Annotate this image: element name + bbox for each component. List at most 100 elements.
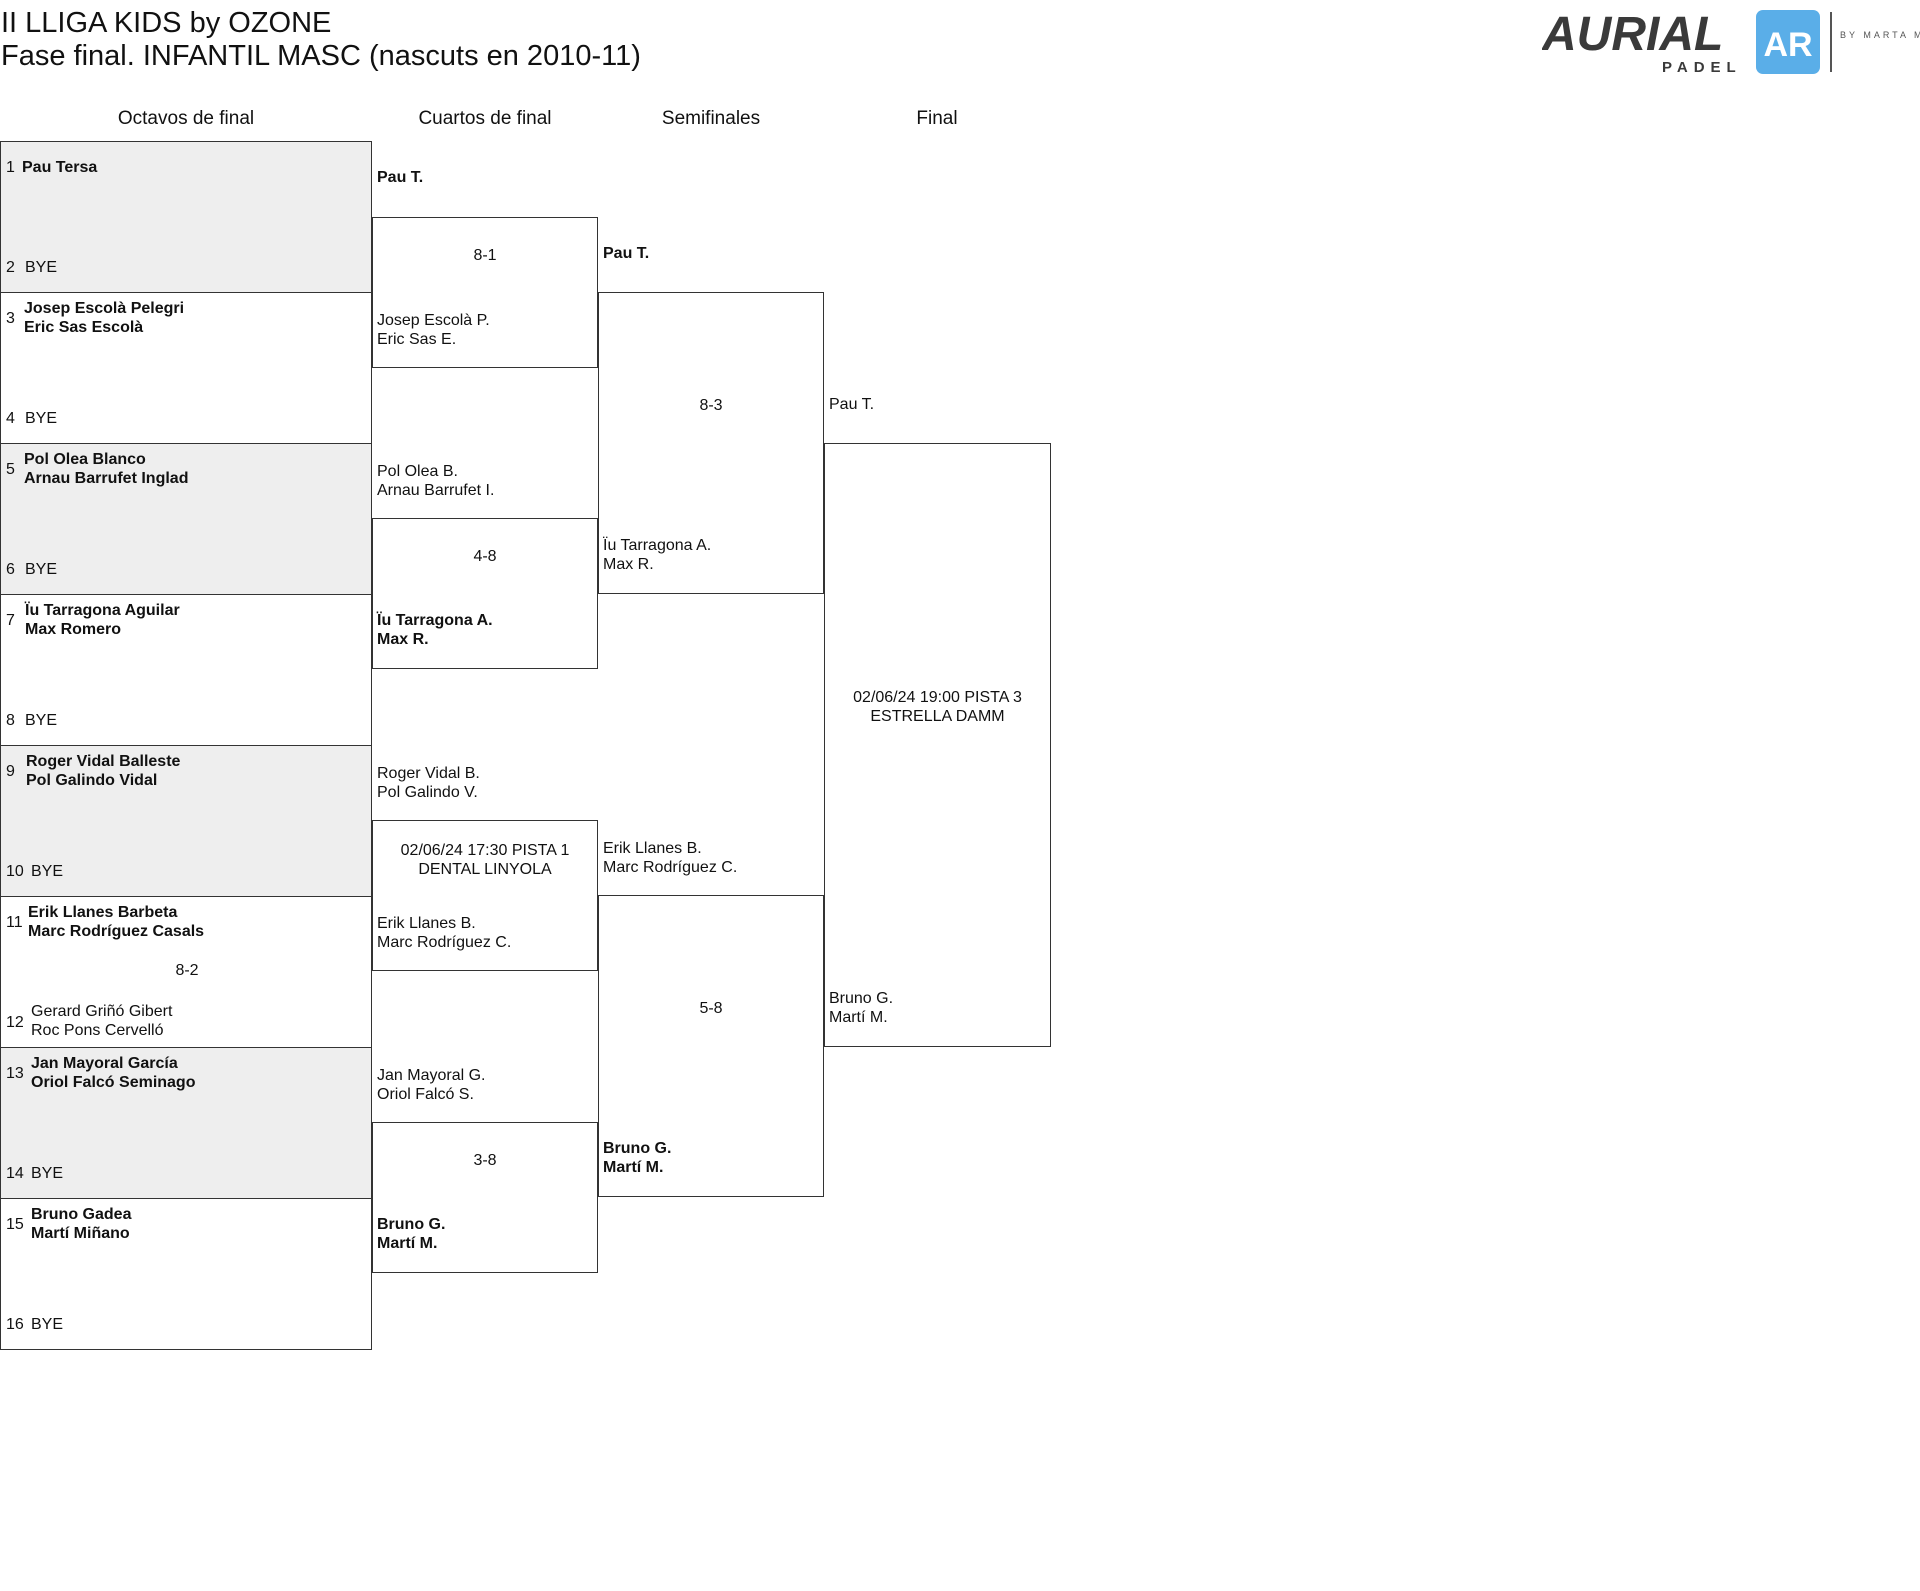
octavos-match-8: 15 Bruno Gadea Martí Miñano 16 BYE [0, 1198, 372, 1350]
logo-divider [1830, 12, 1832, 72]
match-score: 8-3 [699, 397, 723, 414]
qf2-team-a-player-1: Pol Olea B. [377, 463, 458, 480]
seed-number: 3 [6, 310, 15, 327]
match-sponsor: ESTRELLA DAMM [870, 708, 1005, 725]
team-player-1: Pol Olea Blanco [24, 451, 146, 468]
team-player-1: Gerard Griñó Gibert [31, 1003, 173, 1020]
team-player-1: Roger Vidal Balleste [26, 753, 181, 770]
team-name: BYE [25, 712, 58, 729]
seed-number: 13 [6, 1065, 24, 1082]
seed-number: 1 [6, 159, 15, 176]
team-player-1: Erik Llanes B. [377, 915, 476, 932]
team-player-1: Bruno Gadea [31, 1206, 132, 1223]
round-header-cuartos: Cuartos de final [418, 108, 552, 129]
semifinal-match-1: 8-3 Ïu Tarragona A. Max R. [598, 292, 824, 594]
logo-badge-text: AR [1763, 26, 1812, 64]
semifinal-match-2: 5-8 Bruno G. Martí M. [598, 895, 824, 1197]
match-schedule: 02/06/24 19:00 PISTA 3 [853, 689, 1022, 706]
team-player-1: Ïu Tarragona Aguilar [25, 602, 180, 619]
seed-number: 6 [6, 561, 15, 578]
cuartos-match-3: 02/06/24 17:30 PISTA 1 DENTAL LINYOLA Er… [372, 820, 598, 971]
team-player-2: Max R. [603, 556, 654, 573]
qf3-team-a-player-2: Pol Galindo V. [377, 784, 478, 801]
team-name: BYE [31, 1316, 64, 1333]
seed-number: 8 [6, 712, 15, 729]
logo-sub: PADEL [1662, 59, 1742, 76]
team-player-1: Josep Escolà Pelegri [24, 300, 185, 317]
team-player-2: Eric Sas E. [377, 331, 457, 348]
team-player-2: Pol Galindo Vidal [26, 772, 158, 789]
aurial-padel-logo: AURIAL PADEL AR BY MARTA MARRERO [1542, 8, 1920, 76]
team-player-1: Jan Mayoral García [31, 1055, 178, 1072]
round-header-final: Final [916, 108, 958, 129]
seed-number: 16 [6, 1316, 24, 1333]
sf2-team-a-player-2: Marc Rodríguez C. [603, 859, 738, 876]
team-name: Pau Tersa [22, 159, 98, 176]
team-name: BYE [25, 561, 58, 578]
team-player-2: Martí Miñano [31, 1225, 130, 1242]
team-player-1: Erik Llanes Barbeta [28, 904, 178, 921]
round-header-semifinales: Semifinales [661, 108, 761, 129]
round-header-octavos: Octavos de final [117, 108, 255, 129]
qf2-team-a-player-2: Arnau Barrufet I. [377, 482, 495, 499]
final-team-a: Pau T. [829, 396, 875, 413]
octavos-match-7: 13 Jan Mayoral García Oriol Falcó Semina… [0, 1047, 372, 1199]
cuartos-match-1: 8-1 Josep Escolà P. Eric Sas E. [372, 217, 598, 368]
team-player-1: Ïu Tarragona A. [377, 612, 493, 629]
logo-brand: AURIAL [1542, 8, 1723, 61]
team-player-2: Eric Sas Escolà [24, 319, 144, 336]
team-player-1: Bruno G. [829, 990, 894, 1007]
qf4-team-a-player-2: Oriol Falcó S. [377, 1086, 474, 1103]
seed-number: 5 [6, 461, 15, 478]
team-name: BYE [25, 259, 58, 276]
team-name: BYE [31, 1165, 64, 1182]
team-player-2: Roc Pons Cervelló [31, 1022, 164, 1039]
seed-number: 7 [6, 612, 15, 629]
seed-number: 9 [6, 763, 15, 780]
seed-number: 12 [6, 1014, 24, 1031]
seed-number: 4 [6, 410, 15, 427]
match-score: 5-8 [699, 1000, 723, 1017]
seed-number: 10 [6, 863, 24, 880]
cuartos-match-4: 3-8 Bruno G. Martí M. [372, 1122, 598, 1273]
team-player-2: Marc Rodríguez Casals [28, 923, 205, 940]
match-sponsor: DENTAL LINYOLA [418, 861, 552, 878]
team-player-2: Marc Rodríguez C. [377, 934, 512, 951]
team-player-2: Max R. [377, 631, 429, 648]
match-score: 8-2 [175, 962, 199, 979]
seed-number: 11 [6, 914, 23, 931]
cuartos-match-2: 4-8 Ïu Tarragona A. Max R. [372, 518, 598, 669]
team-player-2: Martí M. [377, 1235, 438, 1252]
seed-number: 2 [6, 259, 15, 276]
octavos-match-5: 9 Roger Vidal Balleste Pol Galindo Vidal… [0, 745, 372, 897]
team-player-2: Oriol Falcó Seminago [31, 1074, 196, 1091]
team-player-1: Ïu Tarragona A. [603, 537, 712, 554]
match-score: 4-8 [473, 548, 497, 565]
page-title: II LLIGA KIDS by OZONE [1, 7, 332, 39]
octavos-match-1: 1 Pau Tersa 2 BYE [0, 141, 372, 293]
logo-badge [1756, 10, 1820, 74]
sf1-team-a: Pau T. [603, 245, 650, 262]
team-name: BYE [31, 863, 64, 880]
logo-byline: BY MARTA MARRERO [1840, 30, 1920, 40]
qf3-team-a-player-1: Roger Vidal B. [377, 765, 480, 782]
final-match: 02/06/24 19:00 PISTA 3 ESTRELLA DAMM Bru… [824, 443, 1051, 1047]
qf4-team-a-player-1: Jan Mayoral G. [377, 1067, 486, 1084]
team-player-2: Max Romero [25, 621, 122, 638]
octavos-match-6: 11 Erik Llanes Barbeta Marc Rodríguez Ca… [0, 896, 372, 1048]
seed-number: 15 [6, 1216, 24, 1233]
match-score: 3-8 [473, 1152, 497, 1169]
seed-number: 14 [6, 1165, 24, 1182]
team-player-1: Bruno G. [603, 1140, 672, 1157]
octavos-match-3: 5 Pol Olea Blanco Arnau Barrufet Inglad … [0, 443, 372, 595]
octavos-match-4: 7 Ïu Tarragona Aguilar Max Romero 8 BYE [0, 594, 372, 746]
team-player-2: Martí M. [829, 1009, 888, 1026]
team-player-1: Bruno G. [377, 1216, 446, 1233]
team-name: BYE [25, 410, 58, 427]
page-subtitle: Fase final. INFANTIL MASC (nascuts en 20… [1, 40, 641, 72]
match-schedule: 02/06/24 17:30 PISTA 1 [400, 842, 570, 859]
match-score: 8-1 [473, 247, 497, 264]
sf2-team-a-player-1: Erik Llanes B. [603, 840, 702, 857]
team-player-1: Josep Escolà P. [377, 312, 490, 329]
octavos-match-2: 3 Josep Escolà Pelegri Eric Sas Escolà 4… [0, 292, 372, 444]
